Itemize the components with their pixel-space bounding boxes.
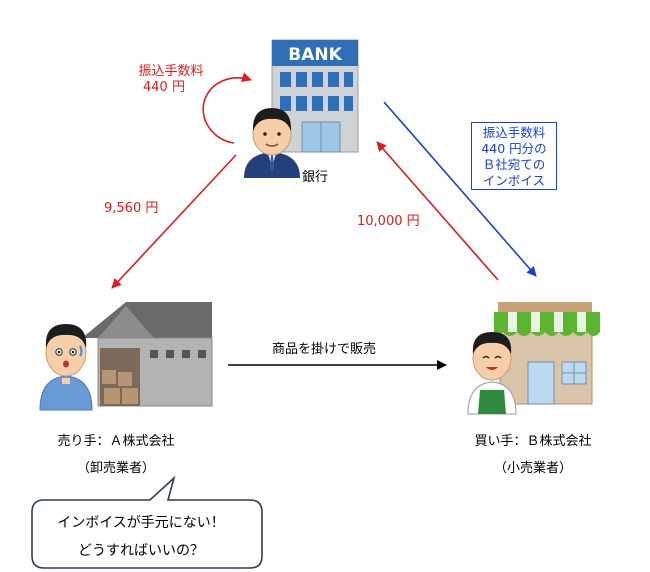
speech-bubble bbox=[31, 475, 263, 569]
invoice-note-line: Ｂ社宛ての bbox=[482, 157, 546, 172]
speech-line-1: インボイスが手元にない！ bbox=[57, 515, 225, 531]
invoice-note-line: 振込手数料 bbox=[482, 125, 546, 140]
seller-label: 売り手：Ａ株式会社 bbox=[57, 434, 175, 449]
bank-to-seller-amount: 9,560 円 bbox=[104, 201, 159, 216]
fee-loop-arrow bbox=[202, 72, 252, 144]
bank-building-icon: BANK bbox=[271, 39, 359, 153]
arrow-bank-to-buyer-invoice bbox=[383, 101, 537, 277]
arrow-bank-to-seller bbox=[111, 154, 237, 289]
shop-icon bbox=[494, 302, 600, 405]
arrow-buyer-to-bank bbox=[376, 141, 499, 281]
bank-sign-text: BANK bbox=[288, 45, 342, 65]
seller-person-icon bbox=[39, 324, 93, 411]
seller-sub-label: （卸売業者） bbox=[76, 461, 155, 476]
warehouse-icon bbox=[82, 302, 213, 407]
speech-line-2: どうすればいいの？ bbox=[78, 543, 204, 559]
buyer-person-icon bbox=[467, 332, 517, 415]
sale-label: 商品を掛けで販売 bbox=[272, 342, 377, 357]
invoice-note-line: 440 円分の bbox=[481, 141, 547, 156]
invoice-note-box: 振込手数料 440 円分の Ｂ社宛ての インボイス bbox=[471, 122, 557, 190]
invoice-note-line: インボイス bbox=[482, 173, 546, 188]
bank-clerk-icon bbox=[244, 108, 300, 178]
buyer-label: 買い手：Ｂ株式会社 bbox=[474, 434, 592, 449]
buyer-sub-label: （小売業者） bbox=[493, 461, 572, 476]
bank-label: 銀行 bbox=[302, 170, 329, 185]
bank-fee-label: 振込手数料 440 円 bbox=[138, 64, 204, 95]
buyer-to-bank-amount: 10,000 円 bbox=[357, 214, 420, 229]
